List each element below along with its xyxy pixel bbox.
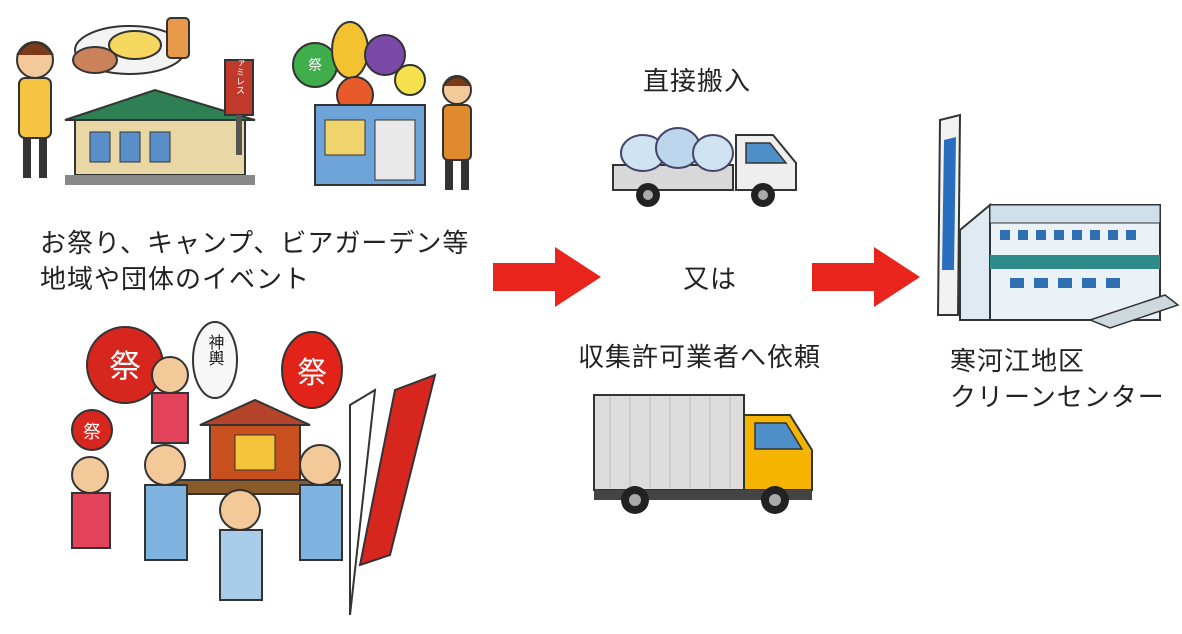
fruit-sign: 祭 [308, 58, 322, 74]
fan-small-label: 祭 [83, 422, 101, 443]
or-label: 又は [683, 265, 738, 295]
source-line-1: お祭り、キャンプ、ビアガーデン等 [40, 229, 470, 259]
famires-sign: ファミレス [234, 50, 244, 95]
lantern-label: 祭 [297, 356, 327, 391]
pickup-truck-illustration [608, 115, 803, 210]
flow-arrow-1 [493, 247, 603, 307]
flow-arrow-2 [812, 247, 922, 307]
fan-label: 祭 [109, 347, 141, 385]
box-truck-illustration [590, 385, 820, 520]
direct-delivery-label: 直接搬入 [643, 67, 752, 97]
source-line-2: 地域や団体のイベント [40, 265, 311, 295]
destination-line-1: 寒河江地区 [950, 347, 1086, 377]
mikoshi-lantern-label: 神輿 [206, 334, 225, 366]
festival-illustration: 祭 祭 神輿 祭 [50, 315, 450, 630]
restaurant-illustration: ファミレス [5, 10, 265, 190]
fruit-shop-illustration: 祭 [285, 10, 485, 195]
clean-center-illustration [930, 110, 1180, 335]
contractor-label: 収集許可業者へ依頼 [578, 343, 822, 373]
destination-line-2: クリーンセンター [950, 383, 1165, 413]
